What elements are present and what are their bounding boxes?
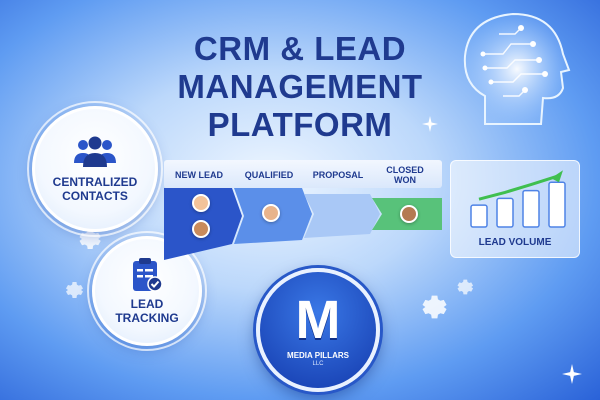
lead-avatar (192, 220, 210, 238)
gear-icon (457, 279, 474, 295)
centralized-contacts-badge: CENTRALIZED CONTACTS (27, 101, 163, 237)
stage-label-new-lead: NEW LEAD (175, 170, 223, 180)
gear-icon (422, 295, 447, 319)
trend-arrow-icon (551, 170, 563, 183)
gear-icon (66, 282, 83, 298)
lead-avatar (400, 205, 418, 223)
lead-volume-chart (470, 170, 566, 228)
lead-avatar (192, 194, 210, 212)
stage-label-proposal: PROPOSAL (312, 170, 364, 180)
logo-company-name: MEDIA PILLARS (287, 351, 349, 360)
badge-ring (87, 231, 207, 351)
lead-volume-label: LEAD VOLUME (478, 237, 552, 248)
logo-letter: M (295, 290, 341, 350)
sales-pipeline: NEW LEAD QUALIFIED PROPOSAL CLOSED WON (164, 160, 442, 260)
stage-arrow-proposal (304, 194, 380, 238)
logo-company-suffix: LLC (312, 361, 324, 367)
title-line-2: MANAGEMENT (177, 68, 423, 105)
pipeline-arrows (164, 160, 442, 260)
ai-head-icon (463, 12, 571, 125)
title-line-3: PLATFORM (207, 106, 393, 143)
stage-label-qualified: QUALIFIED (244, 170, 294, 180)
lead-volume-bar (470, 204, 488, 228)
lead-volume-bar (548, 181, 566, 228)
title-line-1: CRM & LEAD (193, 30, 407, 67)
lead-volume-card: LEAD VOLUME (450, 160, 580, 258)
lead-volume-bar (496, 197, 514, 228)
badge-ring (27, 101, 163, 237)
media-pillars-logo: M MEDIA PILLARS LLC (256, 268, 380, 392)
trend-line (478, 174, 558, 201)
lead-tracking-badge: LEAD TRACKING (87, 231, 207, 351)
page-title: CRM & LEAD MANAGEMENT PLATFORM (150, 30, 450, 144)
lead-avatar (262, 204, 280, 222)
lead-volume-bar (522, 189, 540, 228)
sparkle-icon (422, 116, 438, 132)
sparkle-icon (562, 364, 582, 384)
stage-label-closed-won: CLOSED WON (386, 165, 424, 185)
